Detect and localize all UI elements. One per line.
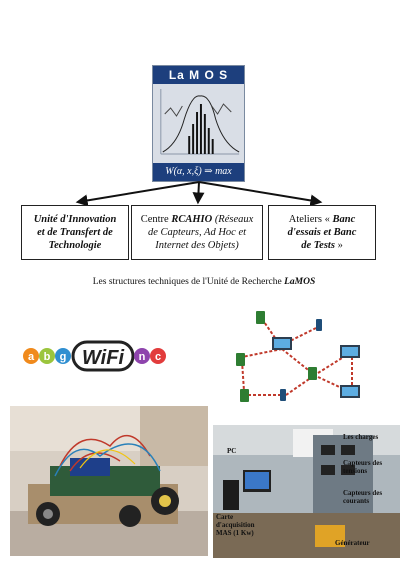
logo-graph-icon — [153, 84, 244, 164]
label-courants: Capteurs des courants — [343, 489, 383, 505]
box-innovation-unit: Unité d'Innovation et de Transfert de Te… — [21, 205, 129, 260]
svg-text:a: a — [28, 351, 35, 363]
robot-car-photo — [10, 406, 208, 556]
svg-text:c: c — [155, 351, 161, 363]
svg-text:n: n — [139, 351, 146, 363]
lamos-logo: La M O S W(α, x,ξ) ⇒ max — [152, 65, 245, 182]
svg-text:b: b — [44, 351, 51, 363]
figure-caption: Les structures techniques de l'Unité de … — [92, 277, 316, 287]
adhoc-network-diagram — [222, 305, 378, 415]
arrow-middle — [192, 181, 205, 205]
svg-text:g: g — [60, 351, 67, 363]
phone-icon — [280, 319, 322, 401]
logo-formula: W(α, x,ξ) ⇒ max — [153, 163, 244, 181]
label-tensions: Capteurs des tensions — [343, 459, 383, 475]
label-pc: PC — [227, 447, 237, 455]
label-carte: Carte d'acquisition MAS (1 Kw) — [216, 513, 255, 537]
box-test-workshops: Ateliers « Banc d'essais et Banc de Test… — [268, 205, 376, 260]
laptop-icon — [272, 337, 360, 398]
wifi-logo: a b g WiFi n c — [23, 340, 166, 372]
arrow-left — [75, 181, 200, 207]
label-charges: Les charges — [343, 433, 379, 441]
label-generateur: Générateur — [335, 539, 370, 547]
pda-icon — [236, 311, 317, 402]
box-rcahio-center: Centre RCAHIO (Réseaux de Capteurs, Ad H… — [131, 205, 263, 260]
logo-title: La M O S — [153, 66, 244, 84]
svg-text:WiFi: WiFi — [82, 347, 124, 369]
lab-bench-photo: PC Les charges Capteurs des tensions Cap… — [213, 425, 400, 558]
arrow-right — [198, 181, 323, 207]
